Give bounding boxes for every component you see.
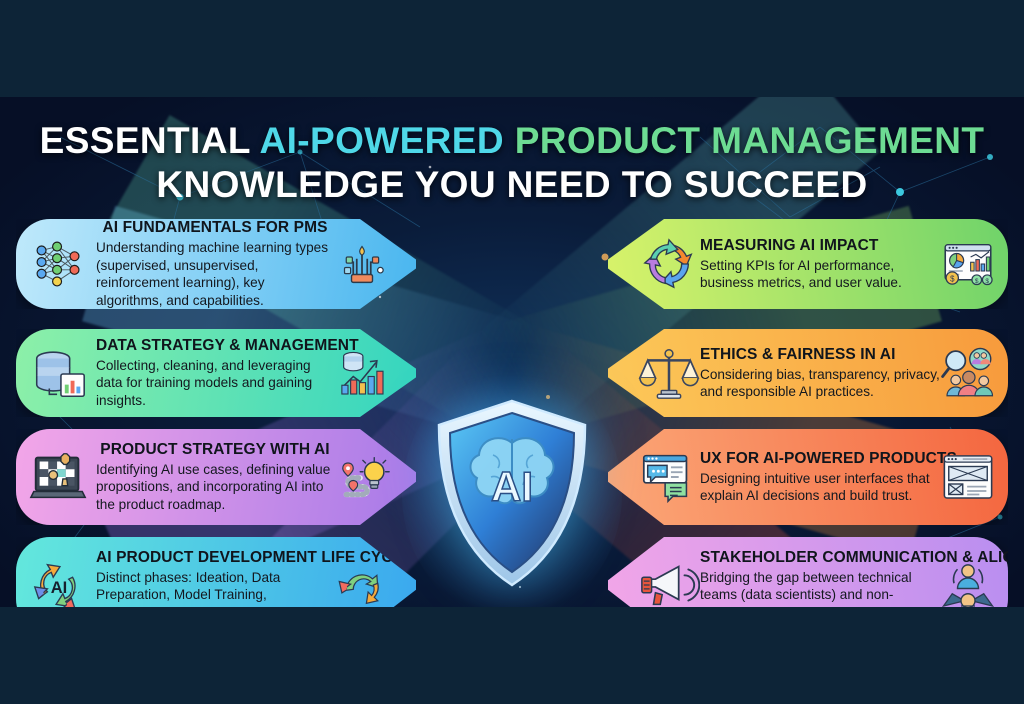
cycle-arrows-icon <box>638 233 700 295</box>
chat-ui-icon <box>638 446 700 508</box>
page-title: ESSENTIAL AI-POWERED PRODUCT MANAGEMENT … <box>0 119 1024 207</box>
card-title: AI FUNDAMENTALS FOR PMS <box>102 219 328 236</box>
title-line-2: KNOWLEDGE YOU NEED TO SUCCEED <box>156 164 868 205</box>
card-text-block: UX FOR AI-POWERED PRODUCTS Designing int… <box>700 449 957 505</box>
card-text-block: STAKEHOLDER COMMUNICATION & ALIGNMENT Br… <box>700 548 1024 607</box>
card-body: Collecting, cleaning, and leveraging dat… <box>96 357 313 408</box>
card-ux-ai-products[interactable]: UX FOR AI-POWERED PRODUCTS Designing int… <box>608 429 1008 525</box>
card-data-strategy[interactable]: DATA STRATEGY & MANAGEMENT Collecting, c… <box>16 329 416 417</box>
megaphone-icon <box>638 554 700 607</box>
card-text-block: AI PRODUCT DEVELOPMENT LIFE CYCLE Distin… <box>90 548 413 607</box>
card-measuring-ai-impact[interactable]: MEASURING AI IMPACT Setting KPIs for AI … <box>608 219 1008 309</box>
circuit-chip-icon <box>334 236 390 292</box>
card-body: Considering bias, transparency, privacy,… <box>700 366 940 400</box>
magnifier-people-icon <box>940 345 996 401</box>
card-title: DATA STRATEGY & MANAGEMENT <box>96 336 359 354</box>
cycle-arrows-icon <box>334 557 390 607</box>
svg-text:AI: AI <box>491 463 533 510</box>
card-title: AI PRODUCT DEVELOPMENT LIFE CYCLE <box>96 548 413 566</box>
title-part-ai-powered: AI-POWERED <box>259 120 515 161</box>
card-title: MEASURING AI IMPACT <box>700 236 879 254</box>
svg-text:$: $ <box>975 278 979 285</box>
card-body: Identifying AI use cases, defining value… <box>96 461 331 512</box>
svg-text:AI: AI <box>51 579 67 597</box>
title-line-1: ESSENTIAL AI-POWERED PRODUCT MANAGEMENT <box>0 119 1024 163</box>
card-product-strategy[interactable]: PRODUCT STRATEGY WITH AI Identifying AI … <box>16 429 416 525</box>
meeting-people-icon <box>940 557 996 607</box>
neural-network-icon <box>28 233 90 295</box>
card-title: ETHICS & FAIRNESS IN AI <box>700 345 896 363</box>
chess-laptop-icon <box>28 446 90 508</box>
card-title: STAKEHOLDER COMMUNICATION & ALIGNMENT <box>700 548 1024 566</box>
ai-cycle-arrows-icon: AI <box>28 554 90 607</box>
card-ai-fundamentals[interactable]: AI FUNDAMENTALS FOR PMS Understanding ma… <box>16 219 416 309</box>
card-text-block: AI FUNDAMENTALS FOR PMS Understanding ma… <box>90 219 334 309</box>
card-text-block: PRODUCT STRATEGY WITH AI Identifying AI … <box>90 441 334 514</box>
bar-chart-growth-icon <box>334 345 390 401</box>
svg-text:$: $ <box>950 275 955 284</box>
card-body: Setting KPIs for AI performance, busines… <box>700 257 902 291</box>
analytics-dashboard-icon: $ $ $ <box>940 236 996 292</box>
title-part-product-management: PRODUCT MANAGEMENT <box>514 120 985 161</box>
card-stakeholder-communication[interactable]: STAKEHOLDER COMMUNICATION & ALIGNMENT Br… <box>608 537 1008 607</box>
card-text-block: ETHICS & FAIRNESS IN AI Considering bias… <box>700 346 940 401</box>
card-text-block: MEASURING AI IMPACT Setting KPIs for AI … <box>700 237 940 292</box>
wireframe-icon <box>940 449 996 505</box>
card-body: Understanding machine learning types (su… <box>96 240 328 308</box>
card-ethics-fairness[interactable]: ETHICS & FAIRNESS IN AI Considering bias… <box>608 329 1008 417</box>
infographic-canvas: ESSENTIAL AI-POWERED PRODUCT MANAGEMENT … <box>0 97 1024 607</box>
card-title: UX FOR AI-POWERED PRODUCTS <box>700 449 957 467</box>
roadmap-lightbulb-icon <box>334 449 390 505</box>
svg-text:$: $ <box>985 278 989 285</box>
card-body: Designing intuitive user interfaces that… <box>700 470 930 504</box>
card-body: Distinct phases: Ideation, Data Preparat… <box>96 569 326 607</box>
card-text-block: DATA STRATEGY & MANAGEMENT Collecting, c… <box>90 336 359 410</box>
card-ai-product-lifecycle[interactable]: AI AI PRODUCT DEVELOPMENT LIFE CYCLE Dis… <box>16 537 416 607</box>
card-title: PRODUCT STRATEGY WITH AI <box>100 440 330 458</box>
scales-justice-icon <box>638 342 700 404</box>
title-part-essential: ESSENTIAL <box>39 120 260 161</box>
card-body: Bridging the gap between technical teams… <box>700 569 912 607</box>
shield-brain-icon: AI <box>431 397 593 589</box>
database-stack-icon <box>28 342 90 404</box>
